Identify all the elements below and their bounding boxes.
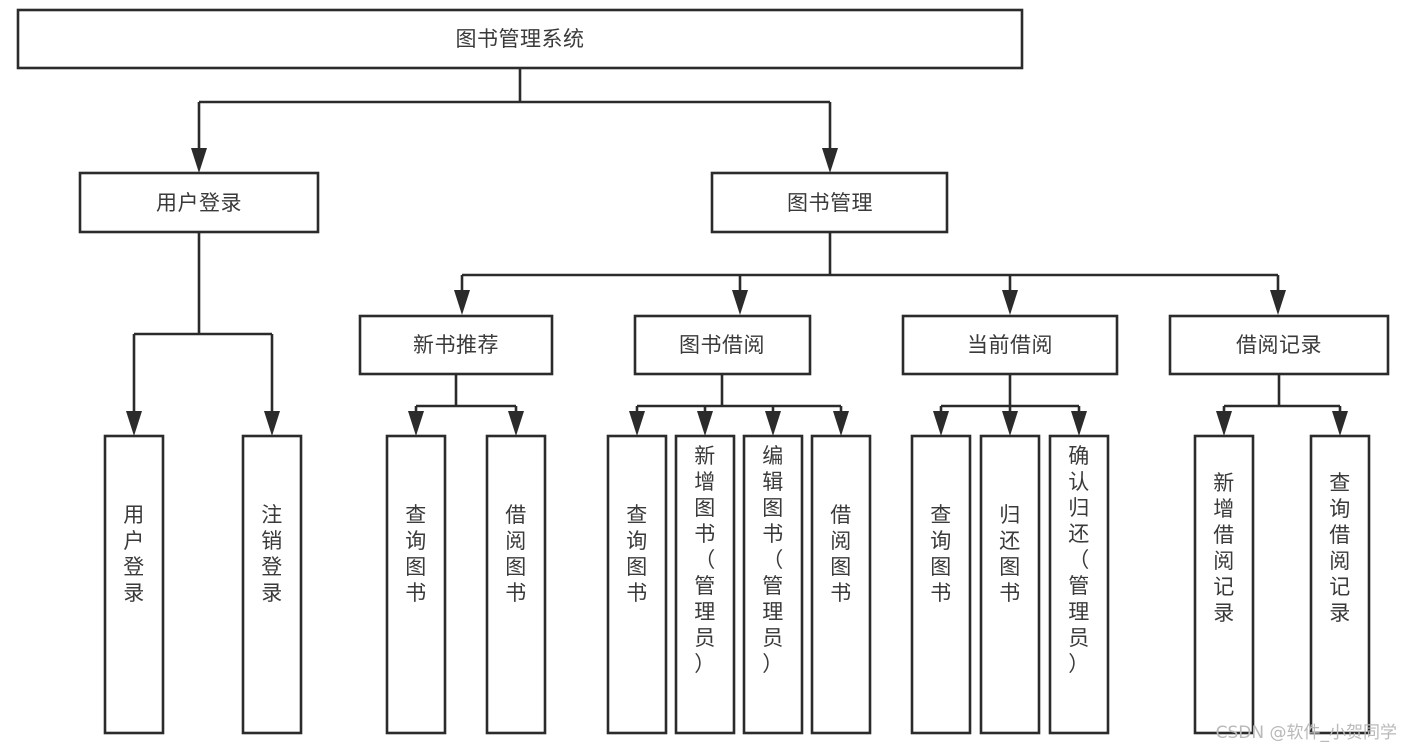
leaf-logout-box[interactable]	[241, 434, 303, 735]
leaf-edit-book[interactable]: 编辑图书（管理员）	[742, 434, 804, 735]
node-borrow-record-box[interactable]	[1168, 314, 1390, 376]
node-book-borrow-box[interactable]	[633, 314, 812, 376]
leaf-query-book-3[interactable]: 查询图书	[910, 434, 972, 735]
arrow-head-leaf-query-book-2	[629, 411, 645, 436]
leaf-query-book-1-label: 查询图书	[405, 503, 427, 605]
connector-user-login-to-leaves	[126, 232, 280, 436]
arrow-head-leaf-user-login	[126, 411, 142, 436]
connector-borrow-record-to-leaves	[1216, 374, 1348, 436]
leaf-add-book-box[interactable]	[674, 434, 736, 735]
arrow-head-leaf-query-book-3	[933, 411, 949, 436]
arrow-head-leaf-query-record	[1332, 411, 1348, 436]
arrow-head-leaf-query-book-1	[408, 411, 424, 436]
leaf-borrow-book-1-label: 借阅图书	[505, 503, 527, 605]
node-root-box[interactable]	[16, 8, 1024, 70]
node-root-label: 图书管理系统	[456, 27, 585, 51]
leaf-return-book[interactable]: 归还图书	[979, 434, 1041, 735]
leaf-confirm-return-label: 确认归还（管理员）	[1068, 444, 1090, 676]
node-current-borrow-label: 当前借阅	[967, 333, 1053, 357]
leaf-return-book-box[interactable]	[979, 434, 1041, 735]
arrow-head-leaf-borrow-book-2	[833, 411, 849, 436]
arrow-head-leaf-return-book	[1002, 411, 1018, 436]
leaf-borrow-book-2-box[interactable]	[810, 434, 872, 735]
arrow-head-leaf-edit-book	[765, 411, 781, 436]
node-new-book-recommend-box[interactable]	[358, 314, 554, 376]
arrow-head-book-borrow	[732, 290, 748, 315]
leaf-user-login-label: 用户登录	[123, 503, 145, 605]
node-book-manage-box[interactable]	[710, 171, 949, 234]
leaf-logout[interactable]: 注销登录	[241, 434, 303, 735]
arrow-head-user-login	[191, 148, 207, 173]
arrow-head-leaf-confirm-return	[1071, 411, 1087, 436]
node-new-book-recommend[interactable]: 新书推荐	[358, 314, 554, 376]
arrow-head-leaf-logout	[264, 411, 280, 436]
node-user-login-label: 用户登录	[156, 191, 242, 215]
arrow-head-leaf-add-book	[697, 411, 713, 436]
node-root[interactable]: 图书管理系统	[16, 8, 1024, 70]
leaf-query-record[interactable]: 查询借阅记录	[1309, 434, 1371, 735]
leaf-query-record-label: 查询借阅记录	[1329, 471, 1351, 625]
node-book-manage-label: 图书管理	[787, 191, 873, 215]
leaf-add-record[interactable]: 新增借阅记录	[1193, 434, 1255, 735]
leaf-borrow-book-2-label: 借阅图书	[830, 503, 852, 605]
leaf-edit-book-label: 编辑图书（管理员）	[762, 444, 784, 676]
arrow-head-new-book-recommend	[454, 290, 470, 315]
node-new-book-recommend-label: 新书推荐	[413, 333, 499, 357]
arrow-head-leaf-borrow-book-1	[508, 411, 524, 436]
leaf-borrow-book-1-box[interactable]	[485, 434, 547, 735]
connector-current-borrow-to-leaves	[933, 374, 1087, 436]
arrow-head-current-borrow	[1002, 290, 1018, 315]
arrow-head-borrow-record	[1270, 290, 1286, 315]
node-book-borrow[interactable]: 图书借阅	[633, 314, 812, 376]
connector-book-manage-to-level3	[454, 232, 1286, 315]
leaf-borrow-book-2[interactable]: 借阅图书	[810, 434, 872, 735]
leaf-logout-label: 注销登录	[261, 503, 283, 605]
leaf-add-book-label: 新增图书（管理员）	[694, 444, 716, 676]
leaf-return-book-label: 归还图书	[999, 503, 1021, 605]
arrow-head-book-manage	[822, 148, 838, 173]
leaf-query-book-2[interactable]: 查询图书	[606, 434, 668, 735]
leaf-query-book-1-box[interactable]	[385, 434, 447, 735]
node-current-borrow-box[interactable]	[901, 314, 1119, 376]
leaf-query-book-2-box[interactable]	[606, 434, 668, 735]
node-current-borrow[interactable]: 当前借阅	[901, 314, 1119, 376]
leaf-query-book-3-box[interactable]	[910, 434, 972, 735]
leaf-query-record-box[interactable]	[1309, 434, 1371, 735]
node-book-borrow-label: 图书借阅	[679, 333, 765, 357]
node-book-manage[interactable]: 图书管理	[710, 171, 949, 234]
leaf-add-record-box[interactable]	[1193, 434, 1255, 735]
leaf-user-login[interactable]: 用户登录	[103, 434, 165, 735]
node-user-login[interactable]: 用户登录	[78, 171, 320, 234]
node-borrow-record-label: 借阅记录	[1236, 333, 1322, 357]
leaf-query-book-3-label: 查询图书	[930, 503, 952, 605]
leaf-add-record-label: 新增借阅记录	[1213, 471, 1235, 625]
leaf-confirm-return[interactable]: 确认归还（管理员）	[1048, 434, 1110, 735]
leaf-edit-book-box[interactable]	[742, 434, 804, 735]
connector-root-to-level2	[191, 68, 838, 173]
node-borrow-record[interactable]: 借阅记录	[1168, 314, 1390, 376]
leaf-confirm-return-box[interactable]	[1048, 434, 1110, 735]
connector-book-borrow-to-leaves	[629, 374, 849, 436]
leaf-borrow-book-1[interactable]: 借阅图书	[485, 434, 547, 735]
connector-new-book-to-leaves	[408, 374, 524, 436]
leaf-add-book[interactable]: 新增图书（管理员）	[674, 434, 736, 735]
leaf-user-login-box[interactable]	[103, 434, 165, 735]
leaf-query-book-1[interactable]: 查询图书	[385, 434, 447, 735]
csdn-watermark: CSDN @软件_小贺同学	[1215, 723, 1397, 743]
leaf-query-book-2-label: 查询图书	[626, 503, 648, 605]
arrow-head-leaf-add-record	[1216, 411, 1232, 436]
